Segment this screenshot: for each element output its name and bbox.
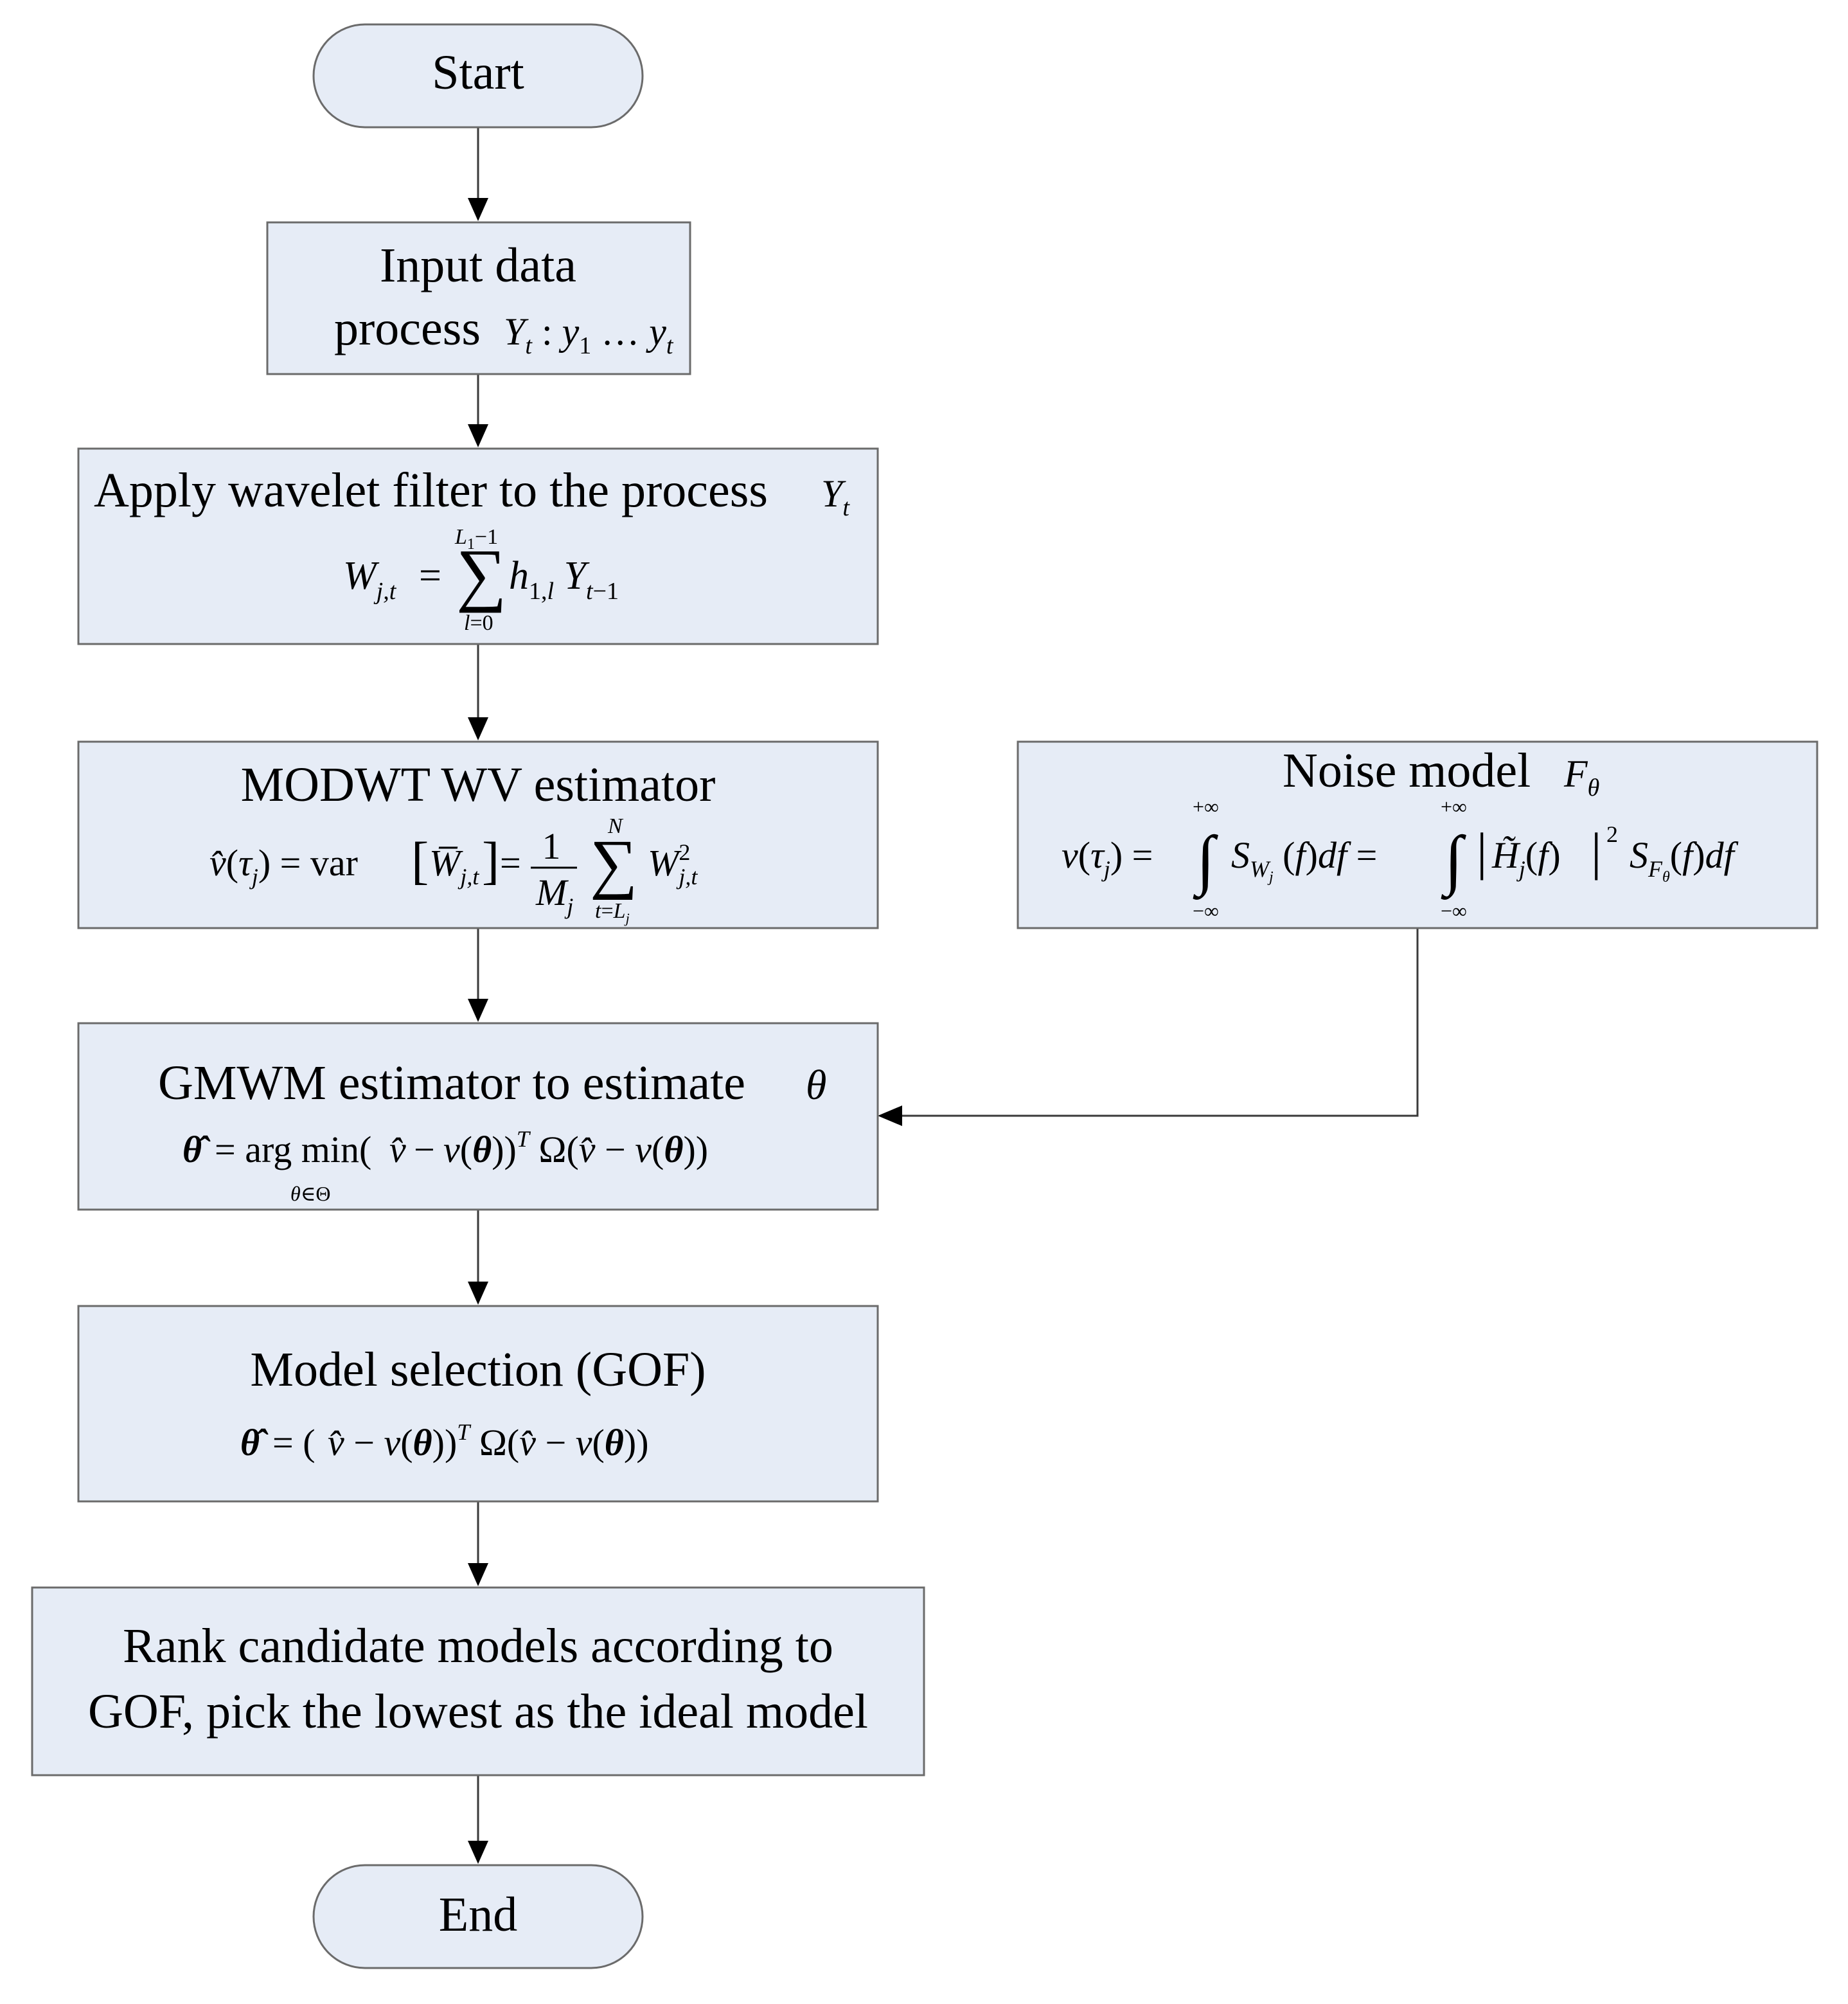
svg-text:|: | [1477,822,1487,881]
modwt-box: MODWT WV estimator v̂(τj) = var [ W̅j,t … [77,740,879,929]
svg-text:[: [ [411,831,429,890]
svg-text:1: 1 [542,825,561,867]
gmwm-box: GMWM estimator to estimate θ θ̂ = arg mi… [77,1022,879,1211]
model-selection-box: Model selection (GOF) θ̂ = ( v̂ − v(θ))T… [77,1305,879,1503]
svg-text:v̂ − v(θ))T Ω(v̂ − v(θ)): v̂ − v(θ))T Ω(v̂ − v(θ)) [328,1419,649,1463]
svg-text:v(θ))T Ω(v̂ − v(θ)): v(θ))T Ω(v̂ − v(θ)) [443,1126,708,1170]
edge-modwt-gmwm [468,928,488,1022]
svg-text:= arg min(: = arg min( [215,1129,371,1170]
edge-start-input [468,127,488,221]
svg-text:]: ] [482,831,499,890]
edge-rank-end [468,1775,488,1864]
svg-text:H̃j(f): H̃j(f) [1491,834,1561,882]
input-line1: Input data [380,238,576,292]
modwt-formula: v̂(τj) = var [ W̅j,t ] = 1 Mj ∑ N t=Lj W… [209,814,698,926]
wavelet-box: Apply wavelet filter to the process Yt W… [77,447,879,645]
edge-selection-rank [468,1501,488,1586]
svg-text:−∞: −∞ [1193,899,1219,922]
edges [468,127,1419,1864]
svg-text:N: N [607,814,624,838]
end-terminal: End [312,1864,644,1969]
modwt-title: MODWT WV estimator [241,758,716,812]
model-selection-title: Model selection (GOF) [250,1343,706,1397]
svg-text:∑: ∑ [456,535,506,613]
input-box: Input data process Yt : y1 … yt [266,221,691,375]
edge-noise-gmwm [878,928,1419,1126]
noise-box: Noise model Fθ v(τj) = ∫ +∞ −∞ SWj (f)df… [1017,740,1818,929]
edge-input-wavelet [468,374,488,447]
wavelet-title: Apply wavelet filter to the process [94,463,768,517]
svg-text:=: = [500,842,521,884]
svg-text:θ∈Θ: θ∈Θ [290,1182,331,1205]
svg-text:∫: ∫ [1441,823,1466,900]
gmwm-title-var: θ [806,1062,826,1109]
rank-line1: Rank candidate models according to [123,1619,833,1673]
svg-text:∑: ∑ [590,827,637,900]
rank-box: Rank candidate models according to GOF, … [31,1586,925,1776]
svg-text:Wj,t: Wj,t [343,554,397,605]
svg-text:−∞: −∞ [1441,899,1467,922]
rank-line2: GOF, pick the lowest as the ideal model [88,1685,868,1739]
svg-text:v̂: v̂ [389,1129,406,1170]
svg-text:2: 2 [1606,821,1618,847]
svg-text:∫: ∫ [1193,823,1218,900]
svg-text:L1−1: L1−1 [454,525,498,553]
svg-text:−: − [414,1129,435,1170]
noise-formula: v(τj) = ∫ +∞ −∞ SWj (f)df = ∫ +∞ −∞ | H̃… [1062,795,1739,922]
noise-title: Noise model [1283,744,1531,798]
edge-gmwm-selection [468,1210,488,1305]
svg-text:Mj: Mj [535,872,573,919]
svg-text:h1,l Yt−1: h1,l Yt−1 [509,554,619,605]
svg-text:l=0: l=0 [464,611,493,635]
end-label: End [439,1888,517,1942]
edge-wavelet-modwt [468,644,488,740]
gmwm-formula: θ̂ = arg min( v̂ − v(θ))T Ω(v̂ − v(θ)) θ… [182,1126,708,1205]
gmwm-title: GMWM estimator to estimate [158,1056,745,1110]
svg-text:+∞: +∞ [1441,795,1467,818]
start-label: Start [432,46,524,100]
svg-text:W2j,t: W2j,t [648,839,698,890]
svg-text:= (: = ( [272,1422,315,1463]
svg-text:=: = [419,554,441,598]
wavelet-formula: Wj,t = ∑ L1−1 l=0 h1,l Yt−1 [343,525,619,635]
input-line2: process [334,301,481,355]
svg-text:t=Lj: t=Lj [595,899,630,926]
svg-text:|: | [1591,822,1601,881]
start-terminal: Start [312,23,644,129]
svg-text:+∞: +∞ [1193,795,1219,818]
model-selection-formula: θ̂ = ( v̂ − v(θ))T Ω(v̂ − v(θ)) [240,1419,649,1463]
svg-text:v̂(τj) = var: v̂(τj) = var [209,842,358,890]
